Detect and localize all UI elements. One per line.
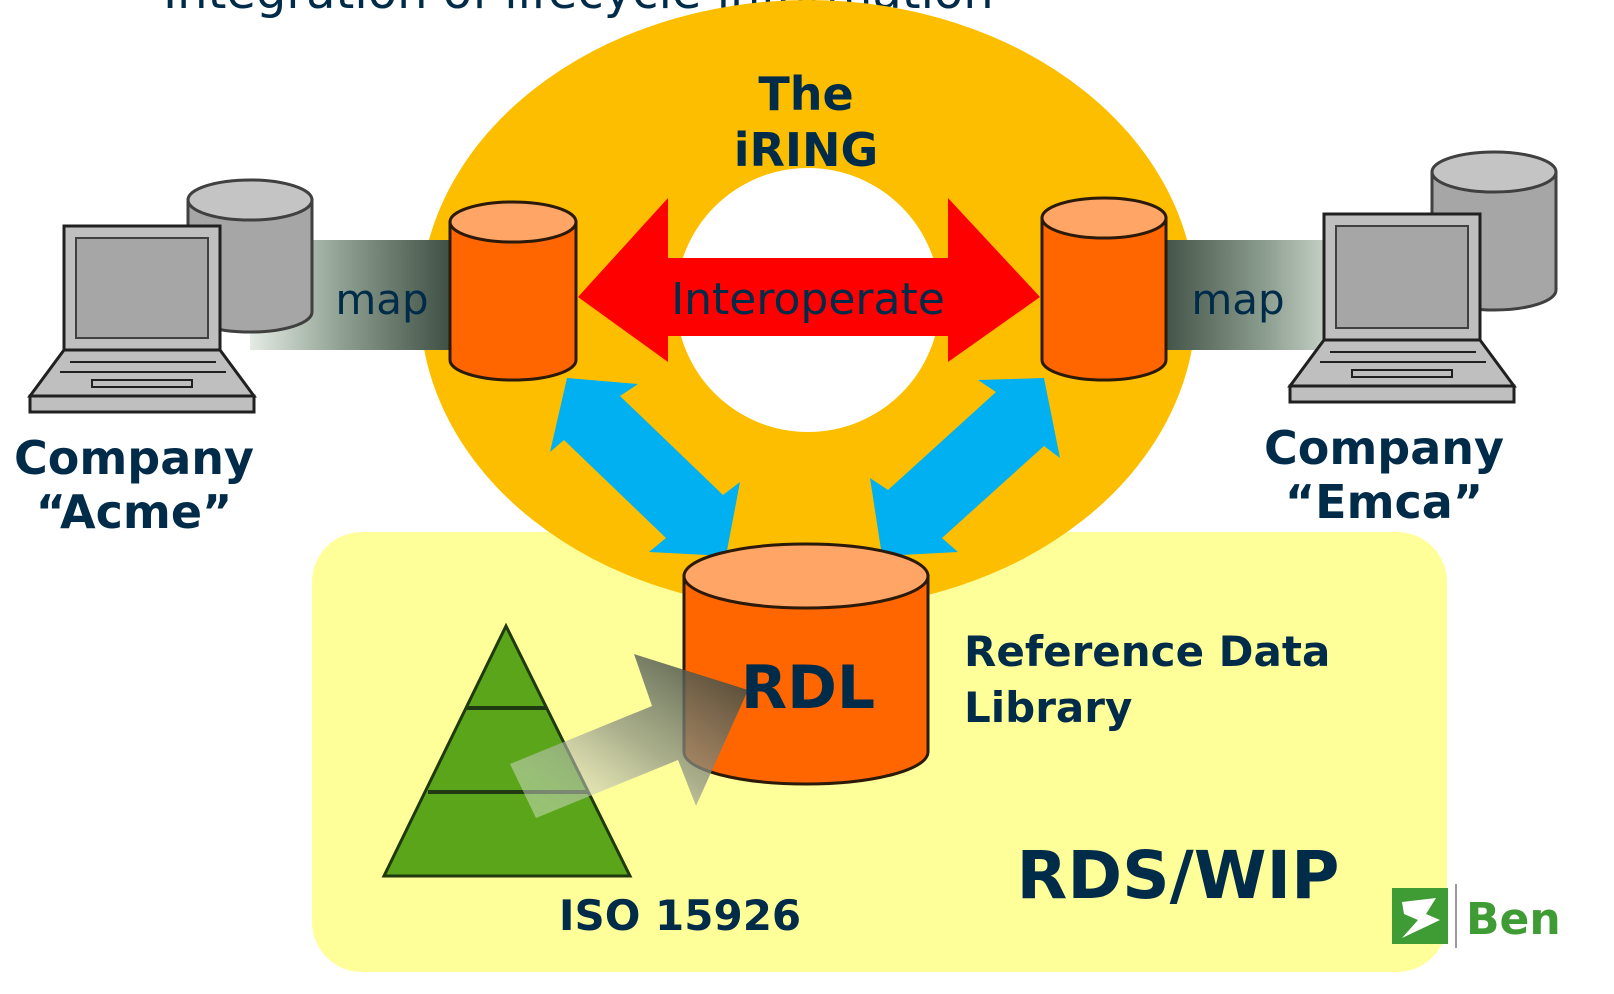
- rdl-description-line2: Library: [964, 683, 1132, 732]
- company-emca-name: “Emca”: [1285, 475, 1483, 529]
- company-acme-label: Company: [14, 431, 254, 485]
- iso-to-rdl-arrow: [510, 654, 748, 818]
- map-label-right: map: [1191, 275, 1284, 324]
- rdl-description-line1: Reference Data: [964, 627, 1330, 676]
- interoperate-arrow: [578, 198, 1040, 362]
- company-acme-name: “Acme”: [36, 485, 233, 539]
- rds-wip-label: RDS/WIP: [1017, 837, 1340, 914]
- rdl-label: RDL: [741, 653, 875, 723]
- iring-title-line2: iRING: [734, 123, 879, 177]
- logo-text: Ben: [1466, 894, 1561, 945]
- database-icon: [1430, 150, 1558, 312]
- database-icon: [1040, 196, 1168, 382]
- laptop-icon: [1287, 212, 1517, 404]
- iring-title-line1: The: [758, 67, 853, 121]
- iso-label: ISO 15926: [559, 891, 801, 940]
- map-label-left: map: [335, 275, 428, 324]
- link-arrow: [550, 378, 740, 556]
- company-emca-label: Company: [1264, 421, 1504, 475]
- bentley-logo: Ben: [1392, 884, 1561, 948]
- interoperate-label: Interoperate: [671, 274, 945, 325]
- database-icon: [448, 200, 578, 382]
- iso-15926-pyramid: [381, 622, 633, 878]
- laptop-icon: [27, 224, 257, 414]
- link-arrow: [870, 378, 1060, 556]
